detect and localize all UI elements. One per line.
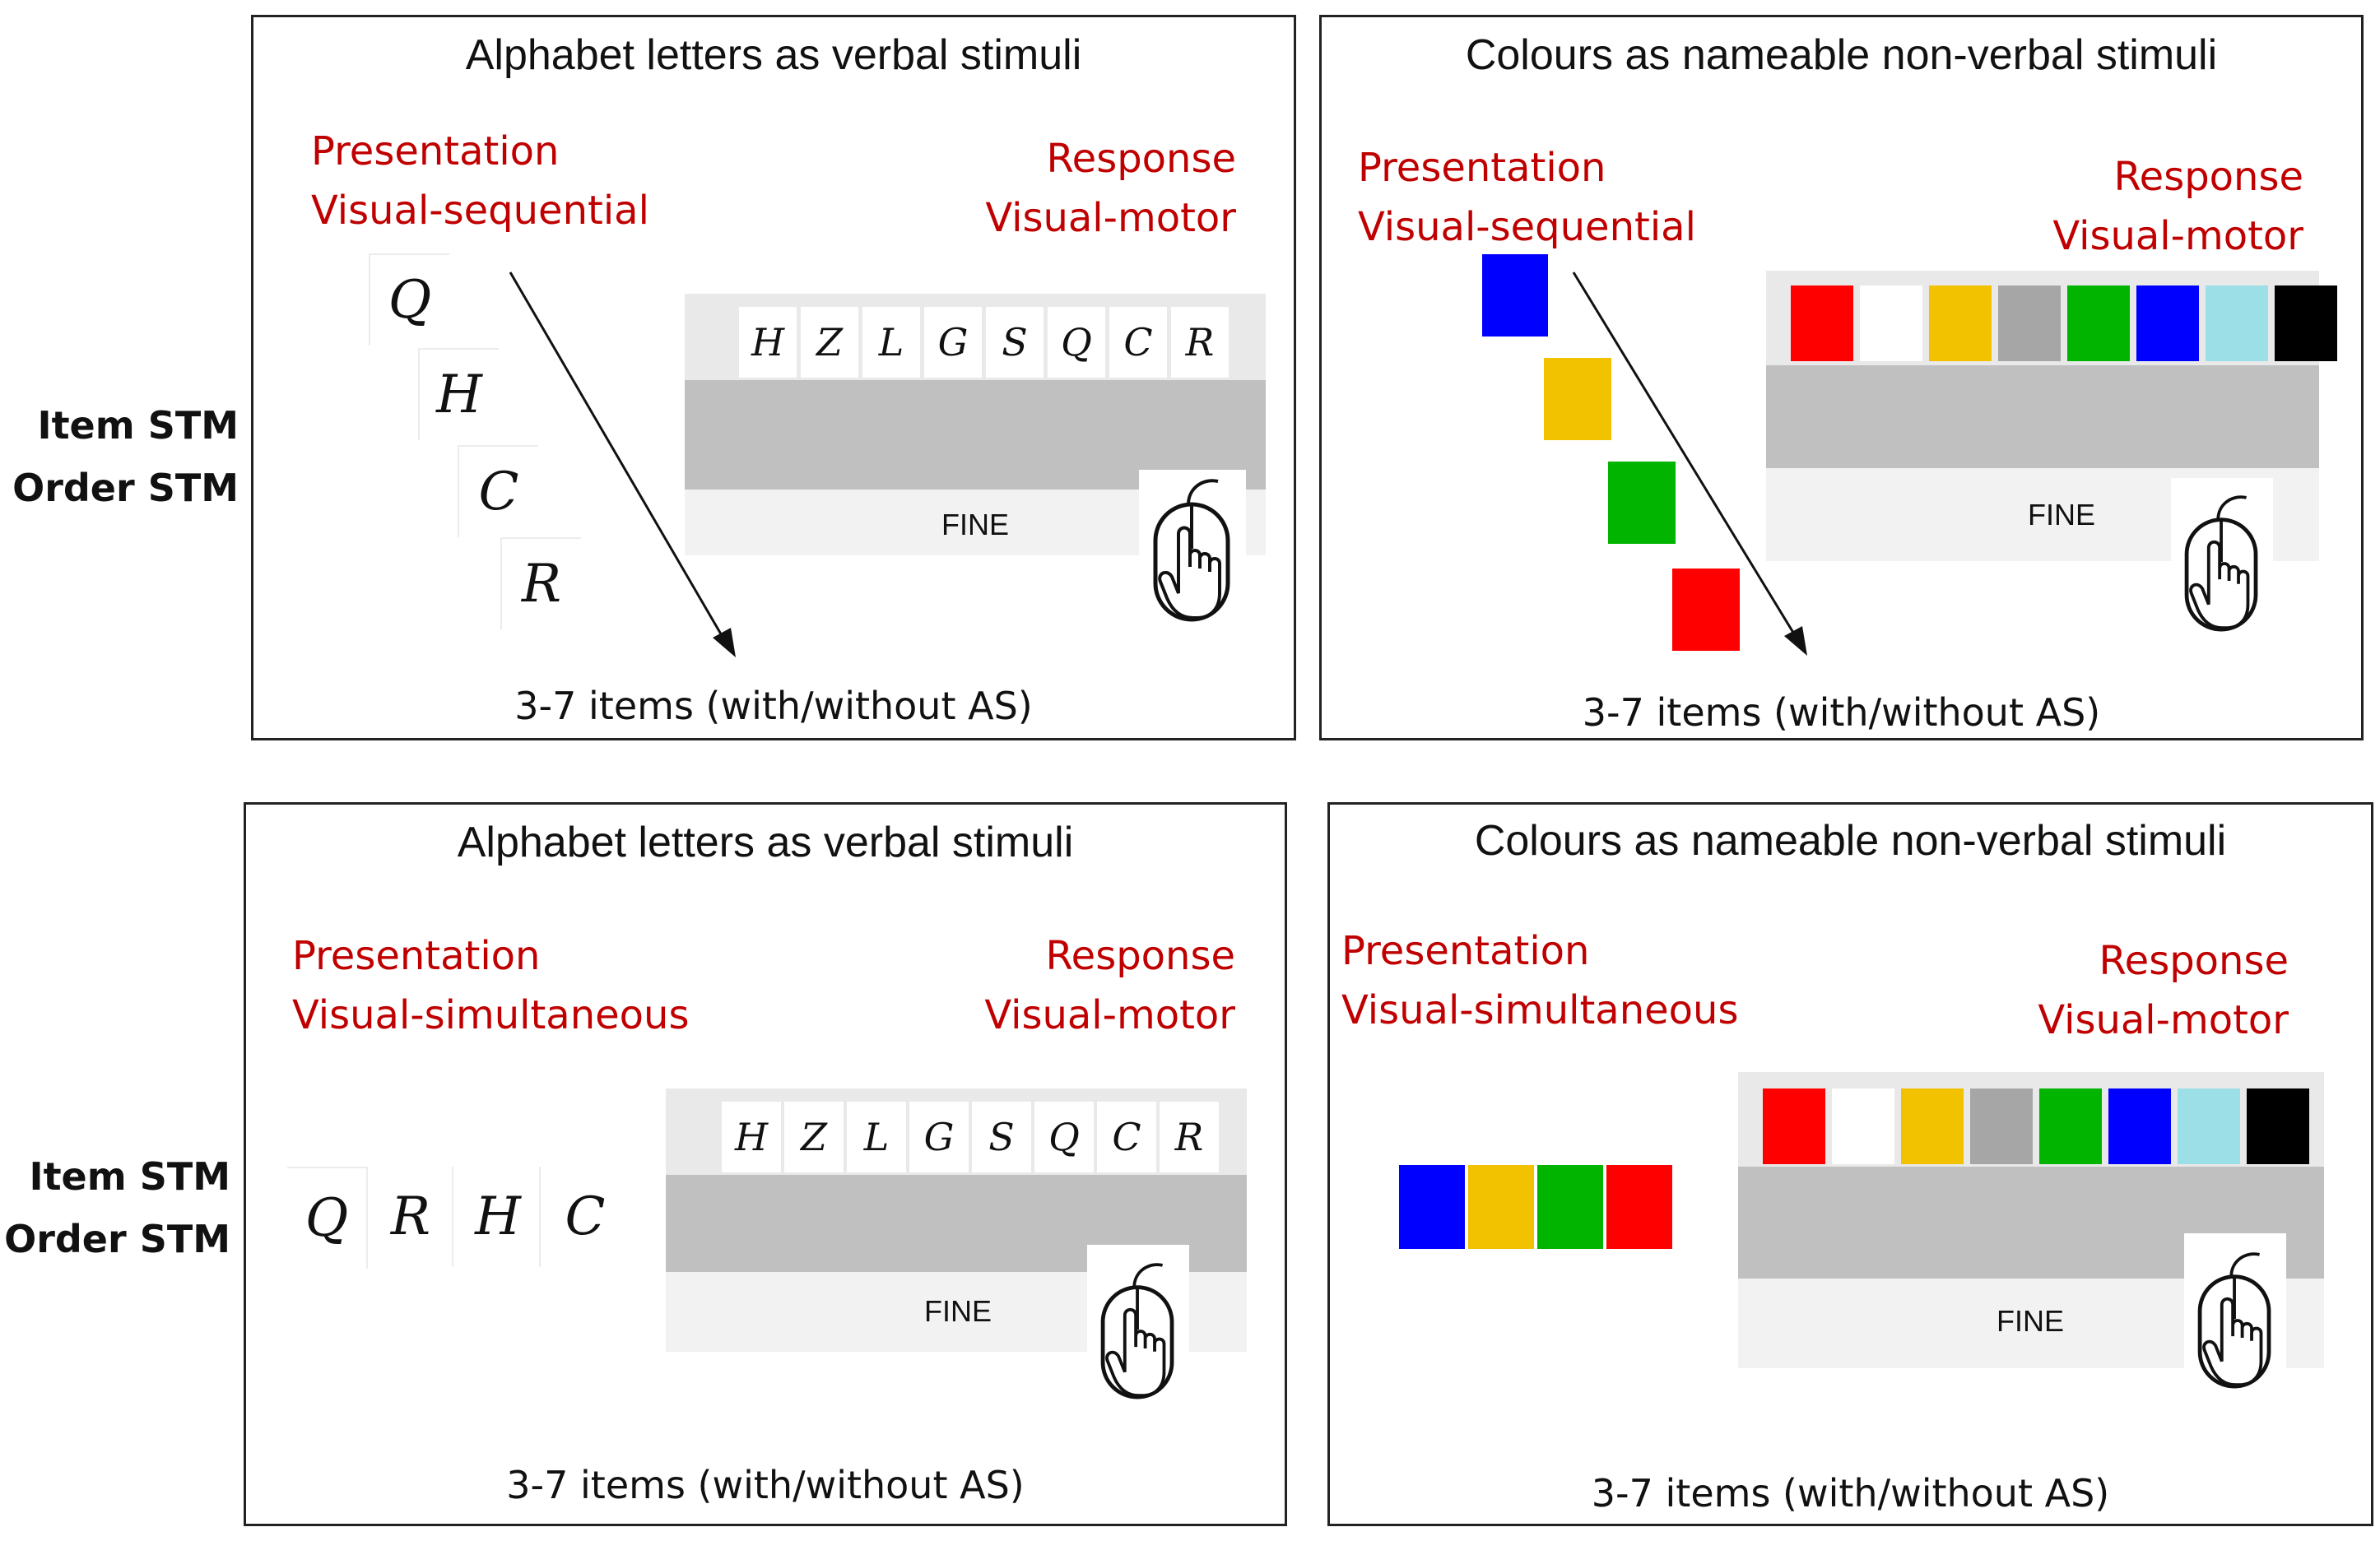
response-heading: Response Visual-motor xyxy=(984,933,1235,1038)
stimulus-letter: R xyxy=(500,537,581,629)
key-letter[interactable]: Q xyxy=(1034,1102,1094,1172)
row-label-item-stm: Item STM xyxy=(29,1154,230,1199)
stimulus-colour-blue xyxy=(1399,1165,1465,1249)
stimulus-colour-blue xyxy=(1482,254,1548,337)
stimulus-colour-red xyxy=(1672,569,1740,651)
fine-button[interactable]: FINE xyxy=(2028,498,2096,531)
stimulus-letter: C xyxy=(458,445,538,537)
stimulus-colour-green xyxy=(1537,1165,1603,1249)
stimulus-letter: C xyxy=(565,1186,606,1247)
presentation-heading: Presentation Visual-sequential xyxy=(311,128,649,234)
key-colour-blue[interactable] xyxy=(2108,1088,2171,1164)
presentation-heading: Presentation Visual-simultaneous xyxy=(1341,928,1739,1033)
panel-colours-sequential: Colours as nameable non-verbal stimuli P… xyxy=(1319,15,2364,740)
key-colour-yellow[interactable] xyxy=(1929,285,1992,361)
row-label-order-stm: Order STM xyxy=(4,1217,230,1261)
key-colour-green[interactable] xyxy=(2039,1088,2102,1164)
response-heading: Response Visual-motor xyxy=(2038,938,2289,1043)
panel-title: Alphabet letters as verbal stimuli xyxy=(457,819,1074,866)
diagonal-arrow-icon xyxy=(509,272,736,657)
key-colour-grey[interactable] xyxy=(1998,285,2061,361)
key-colour-white[interactable] xyxy=(1832,1088,1894,1164)
panel-colours-simultaneous: Colours as nameable non-verbal stimuli P… xyxy=(1327,802,2373,1526)
response-heading: Response Visual-motor xyxy=(2052,154,2303,259)
key-letter[interactable]: H xyxy=(739,307,797,378)
presentation-heading: Presentation Visual-sequential xyxy=(1358,145,1696,250)
key-letter[interactable]: L xyxy=(847,1102,906,1172)
hand-mouse-click-icon xyxy=(2171,478,2273,649)
key-letter[interactable]: Q xyxy=(1048,307,1105,378)
fine-button[interactable]: FINE xyxy=(924,1294,992,1328)
stimulus-letter: H xyxy=(418,348,499,440)
key-colour-green[interactable] xyxy=(2067,285,2130,361)
response-keyboard: H Z L G S Q C R FINE xyxy=(666,1088,1247,1418)
hand-mouse-click-icon xyxy=(2184,1233,2286,1408)
key-colour-grey[interactable] xyxy=(1970,1088,2033,1164)
key-letter[interactable]: L xyxy=(862,307,920,378)
key-colour-blue[interactable] xyxy=(2136,285,2199,361)
key-colour-white[interactable] xyxy=(1860,285,1922,361)
key-colour-lightblue[interactable] xyxy=(2206,285,2268,361)
key-letter[interactable]: Z xyxy=(784,1102,844,1172)
stimulus-colour-green xyxy=(1608,462,1676,544)
row-label-top: Item STM Order STM xyxy=(8,394,239,519)
response-keyboard: FINE xyxy=(1738,1072,2324,1408)
panel-title: Colours as nameable non-verbal stimuli xyxy=(1474,817,2227,865)
panel-footer: 3-7 items (with/without AS) xyxy=(1591,1471,2110,1515)
key-letter[interactable]: G xyxy=(924,307,982,378)
row-label-item-stm: Item STM xyxy=(37,403,239,448)
stimulus-colour-yellow xyxy=(1468,1165,1534,1249)
stimulus-colour-red xyxy=(1606,1165,1672,1249)
stimulus-letter: H xyxy=(457,1167,541,1267)
row-label-order-stm: Order STM xyxy=(12,466,239,510)
panel-footer: 3-7 items (with/without AS) xyxy=(1582,690,2101,735)
key-letter[interactable]: G xyxy=(909,1102,969,1172)
key-letter[interactable]: S xyxy=(986,307,1044,378)
panel-letters-sequential: Alphabet letters as verbal stimuli Prese… xyxy=(251,15,1296,740)
key-letter[interactable]: H xyxy=(722,1102,781,1172)
stimulus-letter: Q xyxy=(369,253,449,346)
key-letter[interactable]: R xyxy=(1171,307,1229,378)
panel-title: Colours as nameable non-verbal stimuli xyxy=(1465,31,2218,79)
stimulus-colour-yellow xyxy=(1544,358,1611,440)
stimulus-letter: R xyxy=(370,1167,453,1267)
key-colour-black[interactable] xyxy=(2275,285,2337,361)
panel-footer: 3-7 items (with/without AS) xyxy=(514,684,1033,728)
hand-mouse-click-icon xyxy=(1139,470,1246,631)
key-letter[interactable]: Z xyxy=(801,307,858,378)
response-keyboard: FINE xyxy=(1766,271,2337,649)
key-letter[interactable]: C xyxy=(1109,307,1167,378)
fine-button[interactable]: FINE xyxy=(941,508,1010,541)
panel-title: Alphabet letters as verbal stimuli xyxy=(465,31,1082,79)
presentation-heading: Presentation Visual-simultaneous xyxy=(292,933,690,1038)
key-colour-red[interactable] xyxy=(1763,1088,1825,1164)
hand-mouse-click-icon xyxy=(1087,1245,1189,1418)
key-letter[interactable]: S xyxy=(972,1102,1031,1172)
key-colour-yellow[interactable] xyxy=(1901,1088,1964,1164)
key-colour-black[interactable] xyxy=(2247,1088,2309,1164)
row-label-bottom: Item STM Order STM xyxy=(0,1145,230,1270)
panel-footer: 3-7 items (with/without AS) xyxy=(506,1463,1025,1507)
response-heading: Response Visual-motor xyxy=(985,136,1236,241)
diagonal-arrow-icon xyxy=(1572,272,1807,656)
key-letter[interactable]: C xyxy=(1097,1102,1156,1172)
key-colour-red[interactable] xyxy=(1791,285,1853,361)
key-colour-lightblue[interactable] xyxy=(2178,1088,2240,1164)
key-letter[interactable]: R xyxy=(1160,1102,1219,1172)
fine-button[interactable]: FINE xyxy=(1997,1304,2065,1338)
stimulus-letter: Q xyxy=(287,1167,368,1269)
panel-letters-simultaneous: Alphabet letters as verbal stimuli Prese… xyxy=(244,802,1287,1526)
response-keyboard: H Z L G S Q C R FINE xyxy=(685,294,1266,631)
